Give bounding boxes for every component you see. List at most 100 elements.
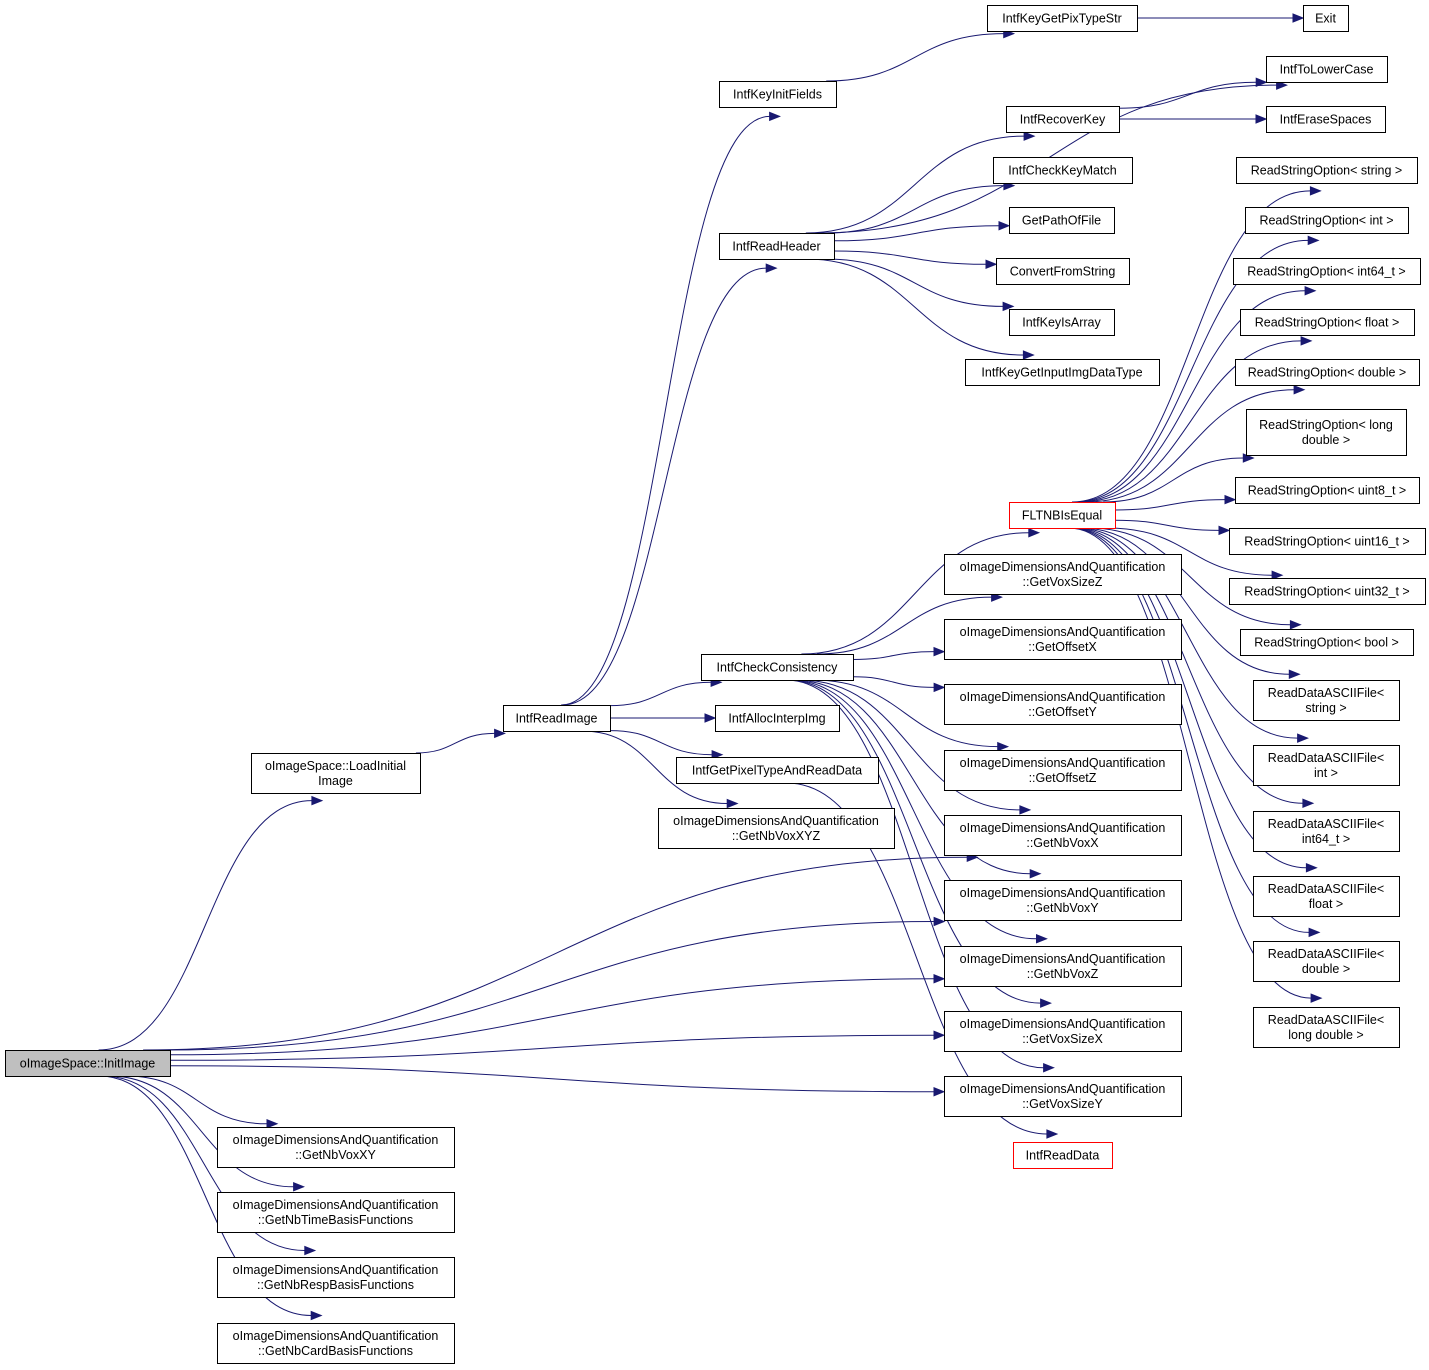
node-label-getoffsetx-line-1: ::GetOffsetX (1028, 640, 1097, 654)
node-intfallocinterpimg[interactable]: IntfAllocInterpImg (715, 705, 840, 732)
node-getnbvoxy[interactable]: oImageDimensionsAndQuantification::GetNb… (944, 880, 1182, 921)
arrowhead-getnbvoxy (933, 916, 946, 927)
node-label-getnbvoxxy-line-0: oImageDimensionsAndQuantification (233, 1133, 439, 1147)
node-getnbvoxx[interactable]: oImageDimensionsAndQuantification::GetNb… (944, 815, 1182, 856)
edge-intfrecoverkey-to-intftolowercase (1118, 81, 1257, 109)
node-box-rso_double (1235, 359, 1420, 386)
node-getnbtimebasis[interactable]: oImageDimensionsAndQuantification::GetNb… (217, 1192, 455, 1233)
node-intfrecoverkey[interactable]: IntfRecoverKey (1006, 106, 1120, 133)
node-box-getnbvoxx (944, 815, 1182, 856)
node-intfcheckconsistency[interactable]: IntfCheckConsistency (701, 654, 854, 681)
node-getnbvoxxyz[interactable]: oImageDimensionsAndQuantification::GetNb… (658, 808, 895, 849)
edge-intfcheckconsistency-to-getoffsetz (812, 679, 998, 748)
node-label-rso_bool-line-0: ReadStringOption< bool > (1254, 636, 1399, 650)
node-getvoxsizey[interactable]: oImageDimensionsAndQuantification::GetVo… (944, 1076, 1182, 1117)
node-rso_int[interactable]: ReadStringOption< int > (1245, 207, 1409, 234)
node-intfreadimage[interactable]: IntfReadImage (503, 705, 611, 732)
node-box-intfrecoverkey (1006, 106, 1120, 133)
node-label-getnbvoxz-line-1: ::GetNbVoxZ (1027, 967, 1099, 981)
node-label-getoffsetz-line-0: oImageDimensionsAndQuantification (960, 756, 1166, 770)
node-label-rso_uint8-line-0: ReadStringOption< uint8_t > (1248, 484, 1406, 498)
node-intfcheckkeymatch[interactable]: IntfCheckKeyMatch (993, 157, 1133, 184)
node-fltnbisequal[interactable]: FLTNBIsEqual (1009, 502, 1116, 529)
node-rda_float[interactable]: ReadDataASCIIFile<float > (1253, 876, 1400, 917)
node-getnbvoxz[interactable]: oImageDimensionsAndQuantification::GetNb… (944, 946, 1182, 987)
node-intfkeygetpixtypestr[interactable]: IntfKeyGetPixTypeStr (987, 5, 1138, 32)
node-getnbrespbasis[interactable]: oImageDimensionsAndQuantification::GetNb… (217, 1257, 455, 1298)
node-exit[interactable]: Exit (1303, 5, 1349, 32)
node-rso_bool[interactable]: ReadStringOption< bool > (1240, 629, 1414, 656)
node-rda_longdouble[interactable]: ReadDataASCIIFile<long double > (1253, 1007, 1400, 1048)
node-rso_float[interactable]: ReadStringOption< float > (1240, 309, 1415, 336)
node-box-intfallocinterpimg (715, 705, 840, 732)
node-getoffsetx[interactable]: oImageDimensionsAndQuantification::GetOf… (944, 619, 1182, 660)
node-label-getvoxsizey-line-1: ::GetVoxSizeY (1022, 1097, 1103, 1111)
node-rso_double[interactable]: ReadStringOption< double > (1235, 359, 1420, 386)
node-label-getnbvoxxy-line-1: ::GetNbVoxXY (295, 1148, 376, 1162)
node-getnbcardbasis[interactable]: oImageDimensionsAndQuantification::GetNb… (217, 1323, 455, 1364)
node-getoffsety[interactable]: oImageDimensionsAndQuantification::GetOf… (944, 684, 1182, 725)
node-intfreadheader[interactable]: IntfReadHeader (719, 233, 835, 260)
node-intfkeyisarray[interactable]: IntfKeyIsArray (1009, 309, 1115, 336)
node-getpathoffile[interactable]: GetPathOfFile (1009, 207, 1115, 234)
node-label-rso_double-line-0: ReadStringOption< double > (1248, 366, 1406, 380)
node-box-intfkeygetpixtypestr (987, 5, 1138, 32)
arrowhead-rso_bool (1289, 619, 1302, 630)
node-rda_int[interactable]: ReadDataASCIIFile<int > (1253, 745, 1400, 786)
node-rso_uint16[interactable]: ReadStringOption< uint16_t > (1229, 528, 1426, 555)
node-getoffsetz[interactable]: oImageDimensionsAndQuantification::GetOf… (944, 750, 1182, 791)
node-label-intfgetpixeltype-line-0: IntfGetPixelTypeAndReadData (692, 764, 862, 778)
arrowhead-getnbrespbasis (304, 1245, 317, 1256)
node-label-rso_float-line-0: ReadStringOption< float > (1255, 316, 1400, 330)
node-rso_int64[interactable]: ReadStringOption< int64_t > (1233, 258, 1421, 285)
node-label-intftolowercase-line-0: IntfToLowerCase (1280, 63, 1374, 77)
arrowhead-getnbtimebasis (293, 1182, 305, 1192)
node-box-getnbvoxxy (217, 1127, 455, 1168)
node-rso_uint32[interactable]: ReadStringOption< uint32_t > (1229, 578, 1426, 605)
node-box-getnbvoxy (944, 880, 1182, 921)
node-label-getvoxsizez-line-0: oImageDimensionsAndQuantification (960, 560, 1166, 574)
node-intftolowercase[interactable]: IntfToLowerCase (1266, 56, 1388, 83)
node-intfkeyinitfields[interactable]: IntfKeyInitFields (719, 81, 837, 108)
arrowhead-intftolowercase (1276, 80, 1288, 90)
node-label-rso_longdouble-line-1: double > (1302, 433, 1350, 447)
node-box-rso_uint32 (1229, 578, 1426, 605)
node-box-rso_bool (1240, 629, 1414, 656)
edge-intfreadimage-to-intfgetpixeltype (609, 730, 713, 756)
node-label-rda_float-line-1: float > (1309, 897, 1343, 911)
node-getvoxsizez[interactable]: oImageDimensionsAndQuantification::GetVo… (944, 554, 1182, 595)
arrowhead-rso_string (1309, 186, 1322, 196)
edge-fltnbisequal-to-rda_int64 (1072, 527, 1303, 804)
node-label-getnbvoxx-line-0: oImageDimensionsAndQuantification (960, 821, 1166, 835)
node-getnbvoxxy[interactable]: oImageDimensionsAndQuantification::GetNb… (217, 1127, 455, 1168)
edge-fltnbisequal-to-rda_string (1080, 527, 1290, 675)
node-label-loadinitial-line-0: oImageSpace::LoadInitial (265, 759, 406, 773)
node-convertfromstring[interactable]: ConvertFromString (996, 258, 1130, 285)
node-rda_string[interactable]: ReadDataASCIIFile<string > (1253, 680, 1400, 721)
edge-intfreadimage-to-intfkeyinitfields (561, 115, 770, 706)
node-intfgetpixeltype[interactable]: IntfGetPixelTypeAndReadData (676, 757, 879, 784)
node-intfreaddata[interactable]: IntfReadData (1013, 1142, 1113, 1169)
node-intferasespaces[interactable]: IntfEraseSpaces (1266, 106, 1386, 133)
node-label-rso_int-line-0: ReadStringOption< int > (1259, 214, 1393, 228)
node-initimage[interactable]: oImageSpace::InitImage (5, 1050, 171, 1077)
edge-intfcheckconsistency-to-getnbvoxy (792, 679, 1031, 875)
node-rda_double[interactable]: ReadDataASCIIFile<double > (1253, 941, 1400, 982)
node-label-rda_longdouble-line-0: ReadDataASCIIFile< (1268, 1013, 1384, 1027)
edge-fltnbisequal-to-rso_int64 (1076, 290, 1306, 503)
node-label-intfcheckkeymatch-line-0: IntfCheckKeyMatch (1008, 164, 1116, 178)
node-rda_int64[interactable]: ReadDataASCIIFile<int64_t > (1253, 811, 1400, 852)
arrowhead-getnbvoxy (1029, 868, 1042, 879)
node-box-rda_int (1253, 745, 1400, 786)
edge-intfcheckconsistency-to-getvoxsizey (785, 679, 1044, 1069)
node-rso_uint8[interactable]: ReadStringOption< uint8_t > (1235, 477, 1420, 504)
node-intfkeygetinputimg[interactable]: IntfKeyGetInputImgDataType (965, 359, 1160, 386)
arrowhead-getnbvoxxy (266, 1119, 279, 1129)
node-label-intfkeyinitfields-line-0: IntfKeyInitFields (733, 88, 822, 102)
node-label-intfkeygetpixtypestr-line-0: IntfKeyGetPixTypeStr (1002, 12, 1122, 26)
node-rso_string[interactable]: ReadStringOption< string > (1236, 157, 1418, 184)
arrowhead-getoffsetx (933, 646, 946, 657)
node-getvoxsizex[interactable]: oImageDimensionsAndQuantification::GetVo… (944, 1011, 1182, 1052)
